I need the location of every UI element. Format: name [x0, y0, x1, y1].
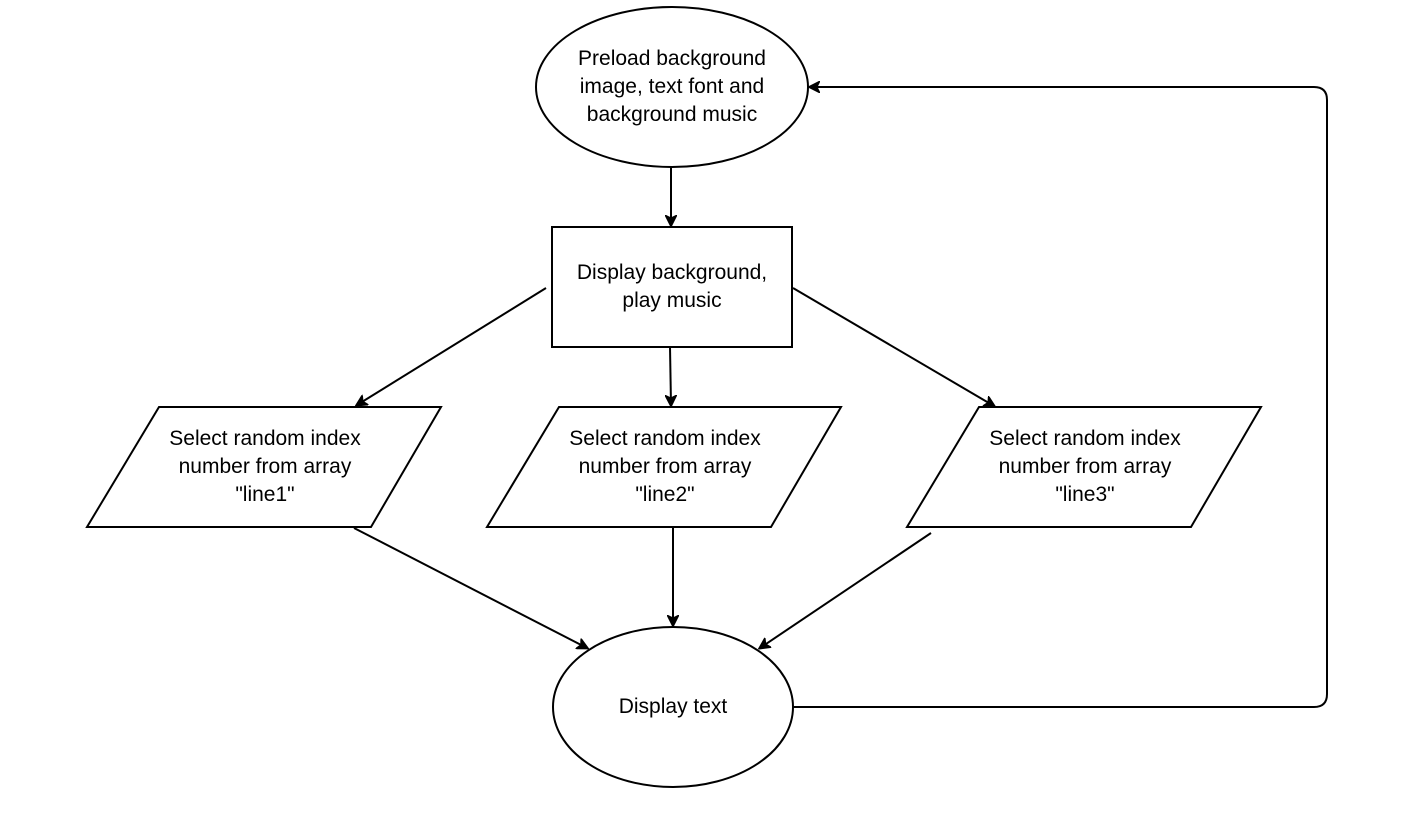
- edge-line3-to-display-text: [760, 532, 932, 648]
- select-line1-node-label: Select random index number from array "l…: [169, 427, 361, 506]
- select-line3-node-shape: [905, 406, 1263, 528]
- edge-display-background-to-line3: [792, 287, 994, 406]
- edge-line1-to-display-text: [353, 527, 587, 648]
- select-line2-node-shape: [485, 406, 843, 528]
- preload-node-label: Preload background image, text font and …: [578, 47, 766, 126]
- select-line3-node-label: Select random index number from array "l…: [989, 427, 1181, 506]
- display-text-node-label: Display text: [618, 695, 728, 718]
- select-line1-node-shape: [85, 406, 443, 528]
- display-background-node-shape: [551, 226, 793, 348]
- display-background-node-label: Display background, play music: [576, 261, 768, 312]
- edge-display-background-to-line2: [670, 346, 671, 405]
- edge-display-text-loop-to-preload: [793, 87, 1328, 708]
- edge-display-background-to-line1: [357, 287, 547, 405]
- select-line2-node-label: Select random index number from array "l…: [569, 427, 761, 506]
